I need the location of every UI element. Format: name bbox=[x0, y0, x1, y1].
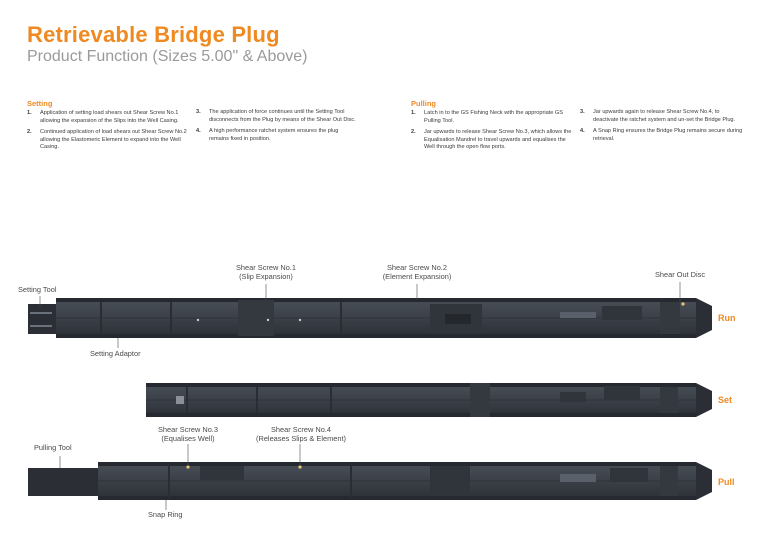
setting-tool-label: Setting Tool bbox=[18, 285, 57, 294]
run-tool bbox=[28, 298, 712, 338]
shear-screw-1-label: Shear Screw No.1 (Slip Expansion) bbox=[236, 263, 296, 281]
state-set-label: Set bbox=[718, 395, 733, 405]
shear-out-disc-label: Shear Out Disc bbox=[654, 270, 706, 279]
snap-ring-label: Snap Ring bbox=[148, 510, 183, 519]
shear-screw-3-label: Shear Screw No.3 (Equalises Well) bbox=[158, 425, 218, 443]
leader-lines bbox=[39, 282, 681, 510]
pulling-step: 3.Jar upwards again to release Shear Scr… bbox=[580, 109, 736, 123]
setting-step: 1.Application of setting load shears out… bbox=[27, 110, 179, 124]
shear-screw-4-label: Shear Screw No.4 (Releases Slips & Eleme… bbox=[256, 425, 346, 443]
setting-steps-col2: 3.The application of force continues unt… bbox=[196, 109, 358, 147]
setting-heading: Setting bbox=[27, 99, 53, 108]
setting-step: 4.A high performance ratchet system ensu… bbox=[196, 128, 339, 142]
state-pull-label: Pull bbox=[718, 477, 735, 487]
page-title: Retrievable Bridge Plug bbox=[27, 22, 280, 47]
pull-tool bbox=[28, 462, 712, 500]
pulling-step: 4.A Snap Ring ensures the Bridge Plug re… bbox=[580, 128, 743, 142]
pulling-step: 2.Jar upwards to release Shear Screw No.… bbox=[411, 129, 572, 151]
setting-steps-col1: 1.Application of setting load shears out… bbox=[27, 110, 187, 156]
pulling-steps-col1: 1.Latch in to the GS Fishing Neck with t… bbox=[411, 110, 575, 156]
page-subtitle: Product Function (Sizes 5.00" & Above) bbox=[27, 48, 308, 65]
pulling-steps-col2: 3.Jar upwards again to release Shear Scr… bbox=[580, 109, 744, 147]
setting-adaptor-label: Setting Adaptor bbox=[90, 349, 141, 358]
setting-step: 2.Continued application of load shears o… bbox=[27, 129, 187, 151]
shear-screw-2-label: Shear Screw No.2 (Element Expansion) bbox=[382, 263, 452, 281]
pulling-tool-label: Pulling Tool bbox=[34, 443, 72, 452]
pulling-step: 1.Latch in to the GS Fishing Neck with t… bbox=[411, 110, 563, 124]
state-run-label: Run bbox=[718, 313, 736, 323]
set-tool bbox=[146, 383, 712, 417]
pulling-heading: Pulling bbox=[411, 99, 436, 108]
setting-step: 3.The application of force continues unt… bbox=[196, 109, 356, 123]
